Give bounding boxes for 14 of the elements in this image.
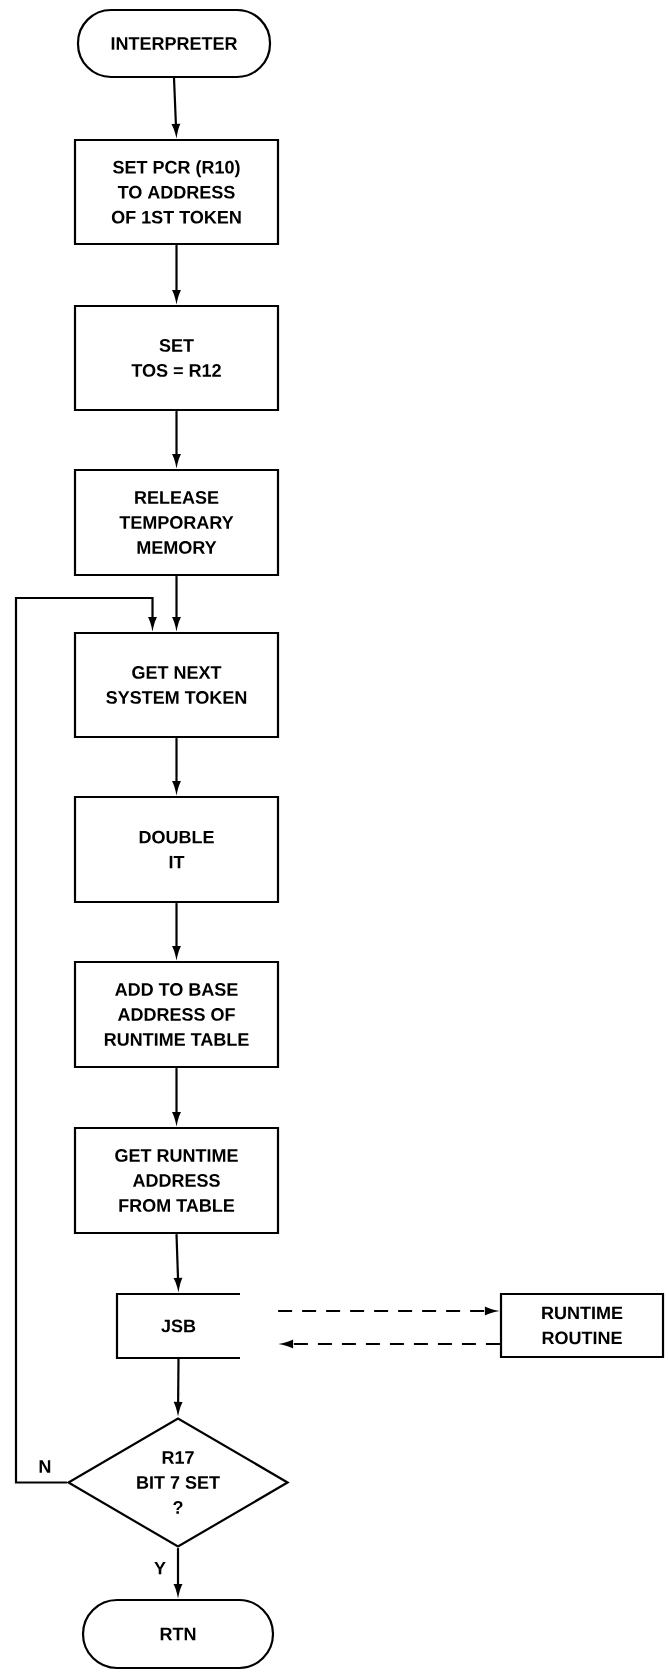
process-box: JSB xyxy=(115,1292,240,1360)
terminal-box: RTN xyxy=(81,1598,275,1670)
process-box: ADD TO BASE ADDRESS OF RUNTIME TABLE xyxy=(73,960,280,1069)
edge-label: N xyxy=(37,1459,53,1474)
process-box: RELEASE TEMPORARY MEMORY xyxy=(73,468,280,577)
arrow xyxy=(14,596,157,1484)
terminal-box: INTERPRETER xyxy=(76,8,272,79)
process-box: DOUBLE IT xyxy=(73,795,280,904)
process-box: GET RUNTIME ADDRESS FROM TABLE xyxy=(73,1126,280,1235)
process-box: SET TOS = R12 xyxy=(73,304,280,412)
process-box: GET NEXT SYSTEM TOKEN xyxy=(73,631,280,739)
process-box: RUNTIME ROUTINE xyxy=(499,1292,665,1359)
process-box: SET PCR (R10) TO ADDRESS OF 1ST TOKEN xyxy=(73,138,280,246)
edge-label: Y xyxy=(153,1560,167,1576)
